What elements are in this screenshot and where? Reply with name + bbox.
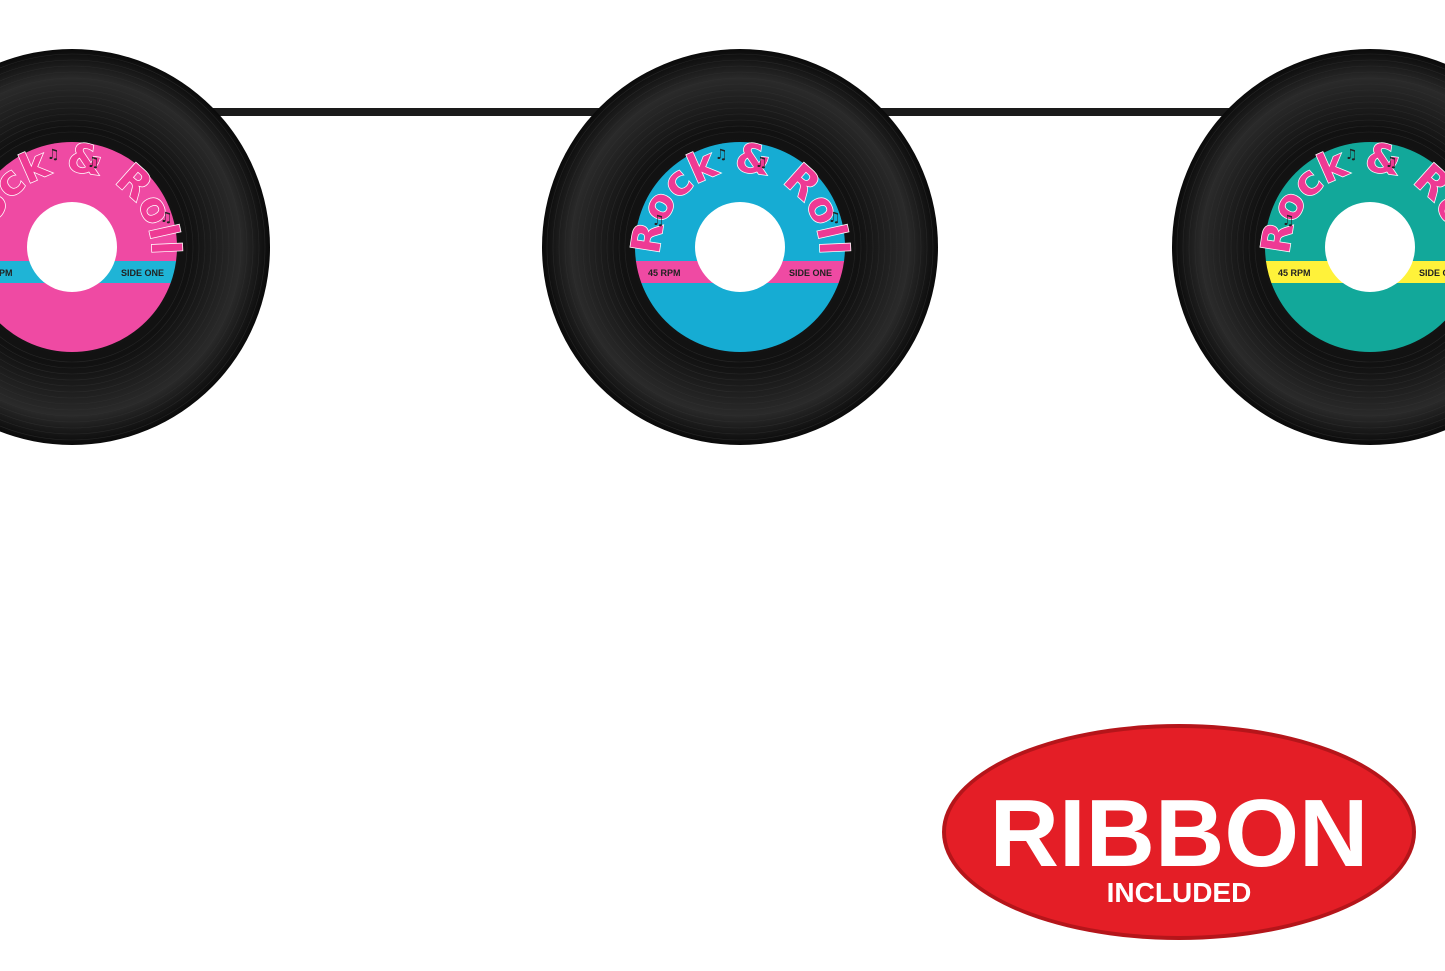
- side-label: SIDE ONE: [789, 268, 832, 278]
- music-note-icon: ♫: [652, 213, 665, 229]
- ribbon-included-badge: RIBBON INCLUDED: [942, 724, 1416, 940]
- rpm-label: 45 RPM: [1278, 268, 1311, 278]
- music-note-icon: ♫: [828, 210, 841, 226]
- music-note-icon: ♫: [1282, 213, 1295, 229]
- music-note-icon: ♫: [715, 147, 728, 163]
- music-note-icon: ♫: [755, 155, 768, 171]
- badge-subtitle: INCLUDED: [1107, 877, 1252, 908]
- rpm-label: 45 RPM: [0, 268, 13, 278]
- music-note-icon: ♫: [87, 155, 100, 171]
- side-label: SIDE ONE: [1419, 268, 1445, 278]
- badge-title: RIBBON: [990, 780, 1369, 887]
- record-hole: [27, 202, 117, 292]
- music-note-icon: ♫: [47, 147, 60, 163]
- rpm-label: 45 RPM: [648, 268, 681, 278]
- music-note-icon: ♫: [1385, 155, 1398, 171]
- music-note-icon: ♫: [1345, 147, 1358, 163]
- music-note-icon: ♫: [160, 210, 173, 226]
- record-hole: [1325, 202, 1415, 292]
- side-label: SIDE ONE: [121, 268, 164, 278]
- record-hole: [695, 202, 785, 292]
